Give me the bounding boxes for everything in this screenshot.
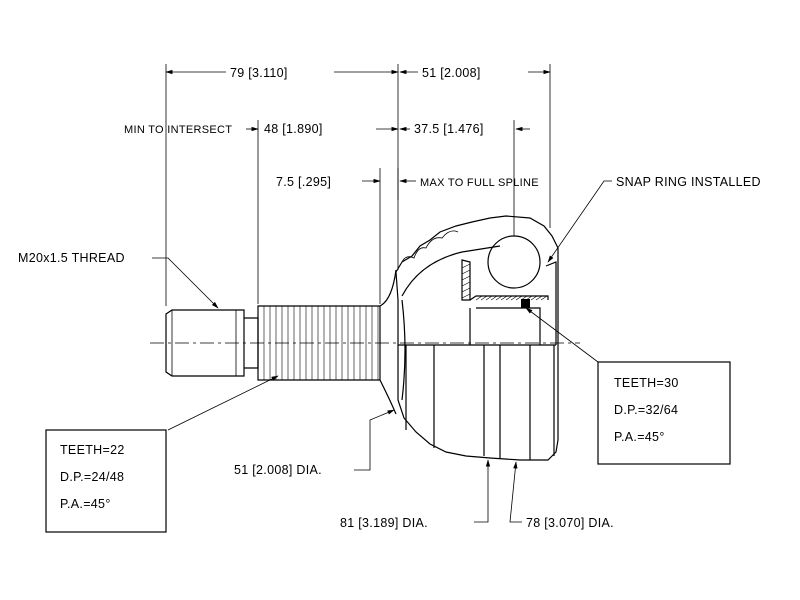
step-length-dim: 7.5 [.295] bbox=[276, 175, 331, 189]
inner-pa: P.A.=45° bbox=[614, 430, 665, 444]
threaded-stub bbox=[165, 309, 245, 377]
neck-dia-dim: 51 [2.008] DIA. bbox=[234, 463, 322, 477]
inner-dp: D.P.=32/64 bbox=[614, 403, 678, 417]
boot-dia-dim: 78 [3.070] DIA. bbox=[526, 516, 614, 530]
outer-pa: P.A.=45° bbox=[60, 497, 111, 511]
cv-joint-part bbox=[150, 215, 580, 461]
splined-shaft bbox=[257, 305, 381, 381]
ball bbox=[487, 235, 541, 289]
housing-dia-dim: 81 [3.189] DIA. bbox=[340, 516, 428, 530]
outer-teeth: TEETH=22 bbox=[60, 443, 125, 457]
min-intersect-label: MIN TO INTERSECT bbox=[124, 124, 232, 136]
max-spline-label: MAX TO FULL SPLINE bbox=[420, 177, 539, 189]
inner-teeth: TEETH=30 bbox=[614, 376, 679, 390]
inner-race-section bbox=[461, 259, 557, 345]
dimension-lines bbox=[152, 64, 612, 523]
overall-right-dim: 51 [2.008] bbox=[422, 66, 481, 80]
max-spline-dim: 37.5 [1.476] bbox=[414, 122, 484, 136]
snap-ring bbox=[521, 299, 530, 308]
thread-callout: M20x1.5 THREAD bbox=[18, 251, 125, 265]
outer-housing bbox=[395, 215, 559, 461]
outer-spline-spec-box: TEETH=22 D.P.=24/48 P.A.=45° bbox=[45, 429, 167, 533]
overall-left-dim: 79 [3.110] bbox=[230, 66, 288, 80]
min-intersect-dim: 48 [1.890] bbox=[264, 122, 323, 136]
inner-spline-spec-box: TEETH=30 D.P.=32/64 P.A.=45° bbox=[597, 361, 731, 465]
neck-fillet bbox=[379, 269, 397, 415]
outer-dp: D.P.=24/48 bbox=[60, 470, 124, 484]
snap-ring-callout: SNAP RING INSTALLED bbox=[616, 175, 761, 189]
